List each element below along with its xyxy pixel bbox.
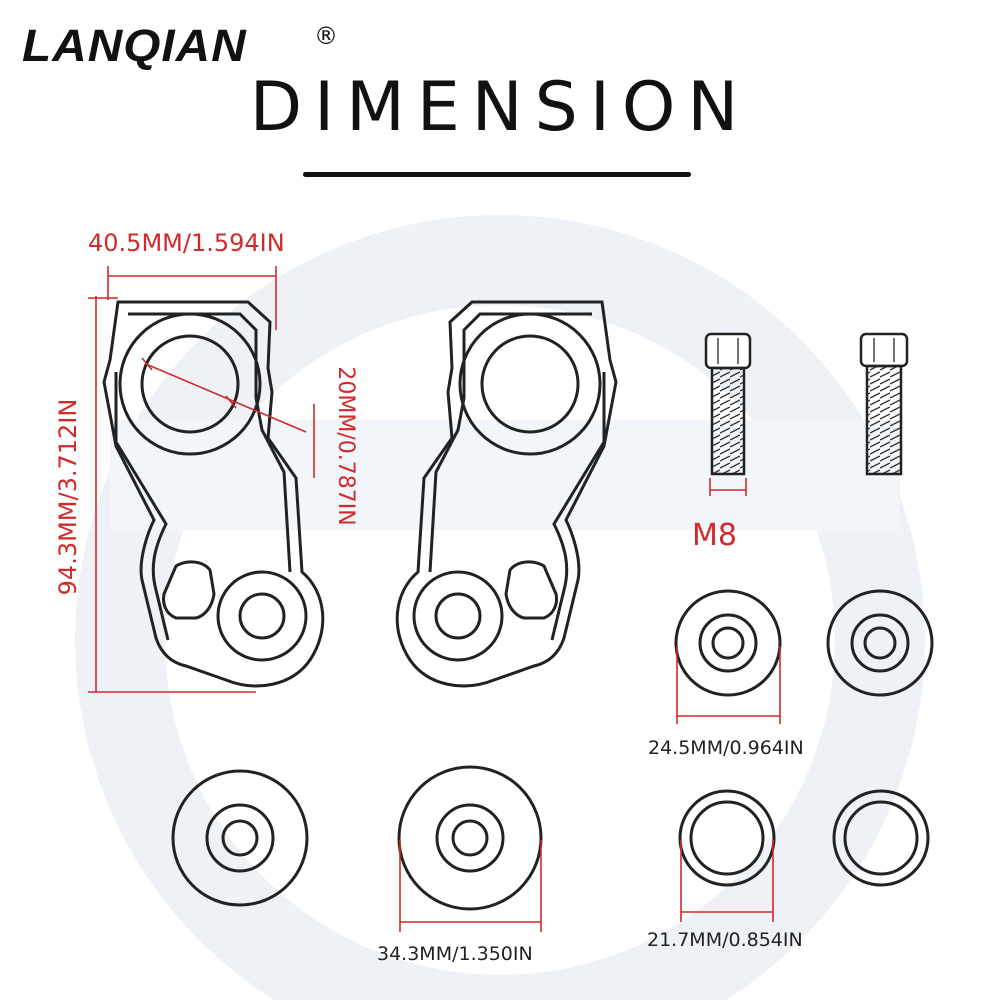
ring-left (678, 789, 776, 887)
bracket-width-label: 40.5MM/1.594IN (88, 229, 285, 257)
left-bracket (102, 300, 325, 688)
brand-name: LANQIAN (22, 20, 247, 71)
washer-right (826, 589, 934, 697)
spacer-left (171, 769, 309, 907)
bolt-size-label: M8 (692, 518, 737, 553)
bracket-height-label: 94.3MM/3.712IN (54, 398, 82, 596)
page-title: DIMENSION (249, 68, 751, 147)
brand-logo: LANQIAN ® (22, 18, 352, 73)
registered-mark: ® (314, 22, 338, 50)
bolt-right (859, 332, 909, 476)
spacer-diameter-label: 34.3MM/1.350IN (377, 943, 533, 965)
dimension-lines (88, 266, 781, 932)
title-underline (303, 172, 691, 177)
spacer-right (397, 765, 543, 911)
washer-diameter-label: 24.5MM/0.964IN (648, 737, 804, 759)
right-bracket (395, 300, 618, 688)
ring-diameter-label: 21.7MM/0.854IN (647, 929, 803, 951)
bolt-left (704, 332, 752, 476)
washer-left (674, 589, 782, 697)
hole-diameter-label: 20MM/0.787IN (333, 366, 358, 526)
ring-right (832, 789, 930, 887)
